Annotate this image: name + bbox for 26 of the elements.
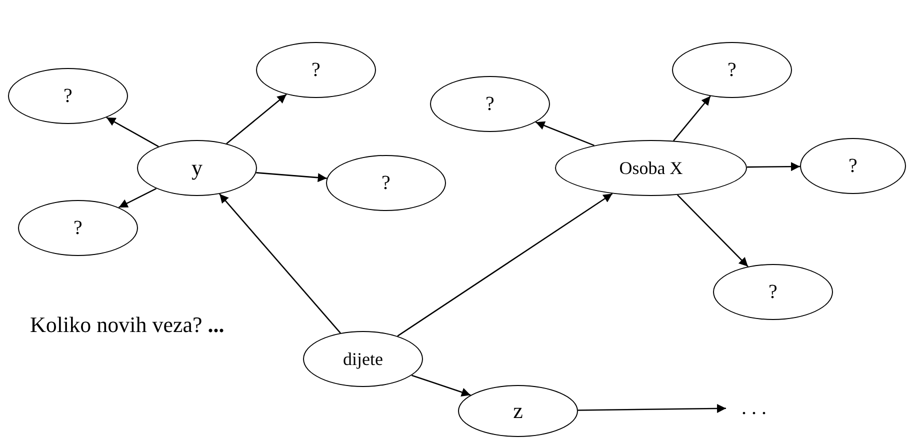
node-label: ? (382, 172, 390, 194)
node-label: y (192, 155, 202, 181)
question-text: Koliko novih veza? ... (30, 312, 224, 338)
arrow (412, 374, 471, 396)
arrow (118, 188, 157, 208)
arrow (219, 194, 341, 334)
node-label: ? (312, 58, 320, 82)
arrow (106, 116, 159, 148)
node-label: ? (848, 154, 858, 178)
arrow (746, 162, 800, 172)
node-label: ? (728, 58, 736, 82)
node-label: dijete (343, 348, 383, 370)
arrow (397, 193, 613, 337)
arrow (226, 94, 287, 144)
arrow (677, 194, 748, 268)
arrow (256, 172, 327, 182)
ellipsis-text: . . . (730, 396, 778, 420)
node-label: z (513, 398, 523, 424)
node-label: ? (74, 216, 82, 240)
arrow (673, 96, 711, 142)
node-label: Osoba X (619, 158, 683, 178)
arrow (535, 121, 594, 146)
node-label: ? (768, 280, 778, 304)
node-label: ? (64, 84, 72, 108)
arrow (578, 404, 726, 413)
node-label: ? (486, 92, 494, 116)
